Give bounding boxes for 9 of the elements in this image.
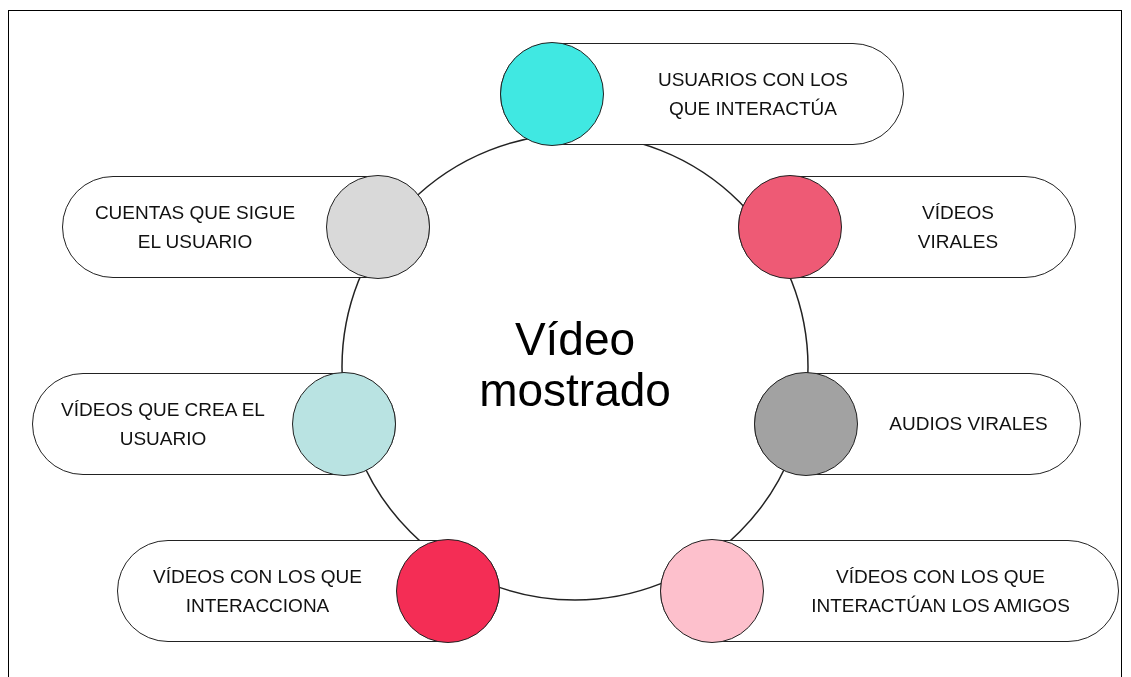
factor-label: AUDIOS VIRALES (889, 412, 1048, 437)
factor-label: USUARIOS CON LOS QUE INTERACTÚA (656, 67, 849, 121)
center-label: Vídeo mostrado (478, 314, 672, 416)
pill-box (660, 540, 1119, 642)
factor-label: VÍDEOS QUE CREA EL USUARIO (60, 397, 266, 451)
factor-label: VÍDEOS VIRALES (916, 200, 1000, 254)
factor-label: VÍDEOS CON LOS QUE INTERACTÚAN LOS AMIGOS (810, 564, 1071, 618)
factor-label: CUENTAS QUE SIGUE EL USUARIO (93, 200, 297, 254)
factor-label: VÍDEOS CON LOS QUE INTERACCIONA (151, 564, 363, 618)
